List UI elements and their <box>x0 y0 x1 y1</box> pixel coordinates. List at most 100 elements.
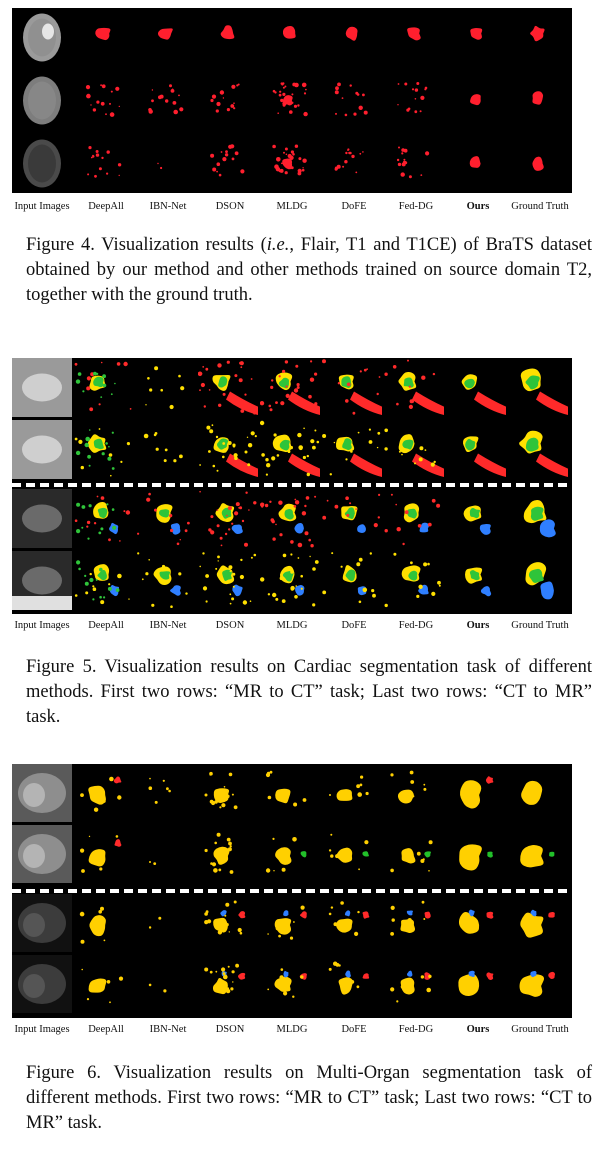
cardiac-speck <box>228 565 233 570</box>
cardiac-speck <box>92 598 95 601</box>
ventricle-mask <box>528 568 544 583</box>
liver-mask <box>458 911 480 934</box>
cardiac-speck <box>306 454 309 458</box>
cardiac-speck <box>160 388 163 392</box>
tumor-speck <box>233 107 236 110</box>
organ-speck <box>226 794 230 799</box>
cardiac-speck <box>231 597 235 601</box>
organ-speck <box>228 931 230 933</box>
tumor-speck <box>85 85 91 90</box>
tumor-speck <box>414 98 417 100</box>
cardiac-speck <box>371 589 375 593</box>
cardiac-speck <box>329 473 332 476</box>
column-label-deepall: DeepAll <box>88 1024 124 1035</box>
image-row <box>12 825 572 883</box>
cardiac-speck <box>96 372 99 375</box>
cardiac-speck <box>91 437 95 441</box>
cardiac-speck <box>199 565 201 568</box>
fed-dg-thumbnail <box>384 825 444 883</box>
organ-speck <box>162 779 165 782</box>
cardiac-speck <box>238 507 240 509</box>
tumor-speck <box>100 84 102 87</box>
cardiac-speck <box>81 505 86 509</box>
cardiac-speck <box>322 434 327 438</box>
column-label-mldg: MLDG <box>276 201 308 212</box>
cardiac-speck <box>146 497 151 502</box>
cardiac-speck <box>304 531 309 536</box>
deepall-thumbnail <box>74 894 134 952</box>
cardiac-speck <box>210 530 215 535</box>
organ-mask <box>406 910 413 916</box>
tumor-speck <box>396 158 400 162</box>
cardiac-speck <box>78 439 83 444</box>
aorta-mask <box>412 391 444 415</box>
caption-text: Figure 4. Visualization results ( <box>26 235 267 255</box>
tumor-speck <box>411 88 415 91</box>
organ-mask <box>283 910 289 917</box>
ours-thumbnail <box>446 825 506 883</box>
cardiac-speck <box>306 472 310 477</box>
cardiac-speck <box>285 393 290 398</box>
ground-truth-thumbnail <box>508 825 568 883</box>
organ-speck <box>420 975 425 979</box>
cardiac-speck <box>316 440 320 444</box>
cardiac-speck <box>100 600 105 605</box>
input-image-thumbnail <box>12 358 72 417</box>
cardiac-speck <box>93 522 97 525</box>
image-row <box>12 8 572 67</box>
cardiac-speck <box>431 591 436 596</box>
cardiac-speck <box>242 600 248 605</box>
tumor-speck <box>211 94 217 99</box>
cardiac-speck <box>115 588 120 592</box>
liver-mask <box>89 915 106 937</box>
cardiac-speck <box>199 464 201 466</box>
ventricle-mask <box>97 569 107 581</box>
tumor-speck <box>109 102 111 105</box>
fed-dg-thumbnail <box>384 551 444 610</box>
tumor-mask <box>282 95 293 106</box>
liver-region <box>23 974 45 998</box>
cardiac-speck <box>84 581 89 586</box>
tumor-speck <box>397 104 399 106</box>
cardiac-speck <box>238 378 243 383</box>
cardiac-speck <box>289 445 293 450</box>
organ-speck <box>225 923 229 927</box>
cardiac-speck <box>278 500 283 505</box>
organ-speck <box>229 845 232 848</box>
organ-speck <box>390 932 394 936</box>
tumor-speck <box>334 166 339 170</box>
cardiac-speck <box>226 581 229 583</box>
figure-4-image-grid <box>12 8 572 193</box>
ventricle-mask <box>469 570 480 581</box>
cardiac-speck <box>141 578 144 581</box>
fed-dg-thumbnail <box>384 894 444 952</box>
liver-mask <box>336 847 353 863</box>
ventricle-mask <box>403 377 414 388</box>
tumor-speck <box>86 93 91 99</box>
liver-mask <box>212 978 228 995</box>
tumor-mask <box>532 91 544 105</box>
organ-speck <box>226 987 230 990</box>
organ-speck <box>329 794 331 796</box>
ventricle-mask <box>407 508 417 519</box>
cardiac-speck <box>377 431 381 435</box>
organ-speck <box>118 976 124 981</box>
tumor-speck <box>335 90 338 92</box>
kidney-mask <box>548 971 556 979</box>
cardiac-speck <box>247 443 253 448</box>
cardiac-speck <box>276 454 280 457</box>
cardiac-speck <box>227 506 232 511</box>
cardiac-speck <box>88 464 91 467</box>
tumor-speck <box>335 86 339 91</box>
atrium-mask <box>539 519 556 538</box>
organ-speck <box>158 916 162 920</box>
tumor-speck <box>231 84 236 89</box>
organ-speck <box>267 933 269 935</box>
cardiac-speck <box>205 600 208 603</box>
cardiac-speck <box>86 386 91 391</box>
cardiac-speck <box>372 593 376 598</box>
ours-thumbnail <box>446 551 506 610</box>
liver-mask <box>336 789 353 801</box>
tumor-speck <box>90 104 92 106</box>
cardiac-speck <box>86 376 91 381</box>
